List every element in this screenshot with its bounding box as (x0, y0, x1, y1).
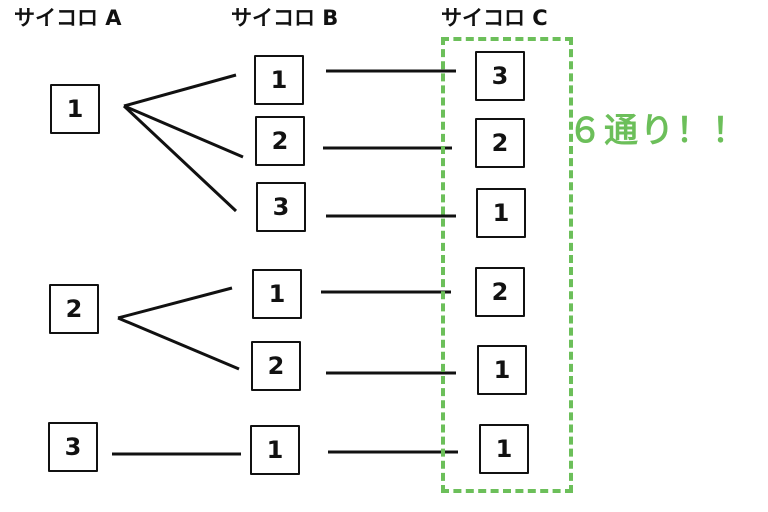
die-c-2: 2 (475, 118, 525, 168)
die-b-1: 1 (254, 55, 304, 105)
branch-a1-b2 (123, 104, 244, 159)
header-die-c: サイコロ C (441, 6, 548, 30)
die-b-1: 1 (252, 269, 302, 319)
die-b-2: 2 (251, 341, 301, 391)
die-c-3: 3 (475, 51, 525, 101)
die-b-3: 3 (256, 182, 306, 232)
die-b-1: 1 (250, 425, 300, 475)
result-highlight-frame (441, 37, 573, 493)
die-c-1: 1 (479, 424, 529, 474)
branch-a2-b1 (117, 286, 233, 320)
die-c-1: 1 (477, 345, 527, 395)
die-a-2: 2 (49, 284, 99, 334)
result-count-label: ６通り！！ (568, 111, 748, 151)
die-a-1: 1 (50, 84, 100, 134)
die-b-2: 2 (255, 116, 305, 166)
branch-a1-b1 (123, 73, 237, 108)
branch-a1-b3 (122, 104, 238, 213)
header-die-b: サイコロ B (231, 6, 339, 30)
branch-a2-b2 (117, 316, 240, 371)
die-a-3: 3 (48, 422, 98, 472)
die-c-2: 2 (475, 267, 525, 317)
die-c-1: 1 (476, 188, 526, 238)
header-die-a: サイコロ A (14, 6, 122, 30)
